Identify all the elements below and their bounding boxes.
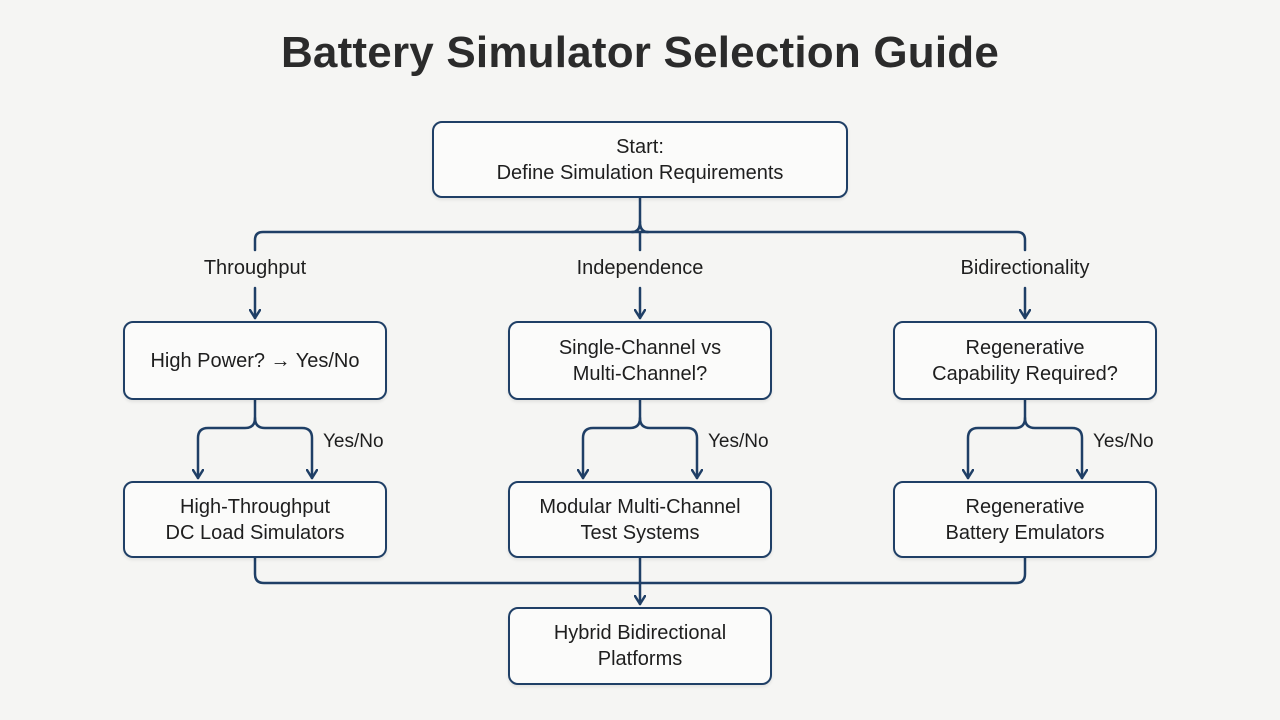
split-line-3 <box>968 398 1027 480</box>
start-line-1: Start: <box>616 135 664 158</box>
split-line-1b <box>253 416 312 480</box>
start-box: Start: Define Simulation Requirements <box>432 121 848 198</box>
result-box-3: Regenerative Battery Emulators <box>893 481 1157 558</box>
question-1-line-1: High Power? → Yes/No <box>150 349 360 372</box>
result-2-line-1: Modular Multi-Channel <box>539 495 741 518</box>
question-2-line-2: Multi-Channel? <box>572 362 708 385</box>
branch-label-throughput: Throughput <box>203 257 307 279</box>
page-title: Battery Simulator Selection Guide <box>280 28 1000 77</box>
branch-label-bidirectionality: Bidirectionality <box>960 257 1090 279</box>
split-line-2b <box>638 416 697 480</box>
yes-no-label-2: Yes/No <box>708 431 769 452</box>
question-box-2: Single-Channel vs Multi-Channel? <box>508 321 772 400</box>
branch-label-independence: Independence <box>576 257 704 279</box>
final-line-1: Hybrid Bidirectional <box>553 622 727 644</box>
question-2-line-1: Single-Channel vs <box>558 336 722 359</box>
final-box: Hybrid Bidirectional Platforms <box>508 607 772 685</box>
result-1-line-2: DC Load Simulators <box>165 521 345 544</box>
result-3-line-1: Regenerative <box>965 495 1085 518</box>
start-line-2: Define Simulation Requirements <box>496 161 784 184</box>
result-3-line-2: Battery Emulators <box>945 521 1105 544</box>
question-box-3: Regenerative Capability Required? <box>893 321 1157 400</box>
distributor-center <box>630 220 650 234</box>
question-3-line-2: Capability Required? <box>932 362 1118 385</box>
split-line-2 <box>583 398 642 480</box>
question-3-line-1: Regenerative <box>965 336 1085 359</box>
yes-no-label-1: Yes/No <box>323 431 384 452</box>
result-2-line-2: Test Systems <box>580 521 700 544</box>
result-1-line-1: High-Throughput <box>179 495 331 518</box>
split-line-3b <box>1023 416 1082 480</box>
final-line-2: Platforms <box>597 648 683 670</box>
result-box-1: High-Throughput DC Load Simulators <box>123 481 387 558</box>
question-box-1: High Power? → Yes/No <box>123 321 387 400</box>
yes-no-label-3: Yes/No <box>1093 431 1154 452</box>
split-line-1 <box>198 398 257 480</box>
result-box-2: Modular Multi-Channel Test Systems <box>508 481 772 558</box>
